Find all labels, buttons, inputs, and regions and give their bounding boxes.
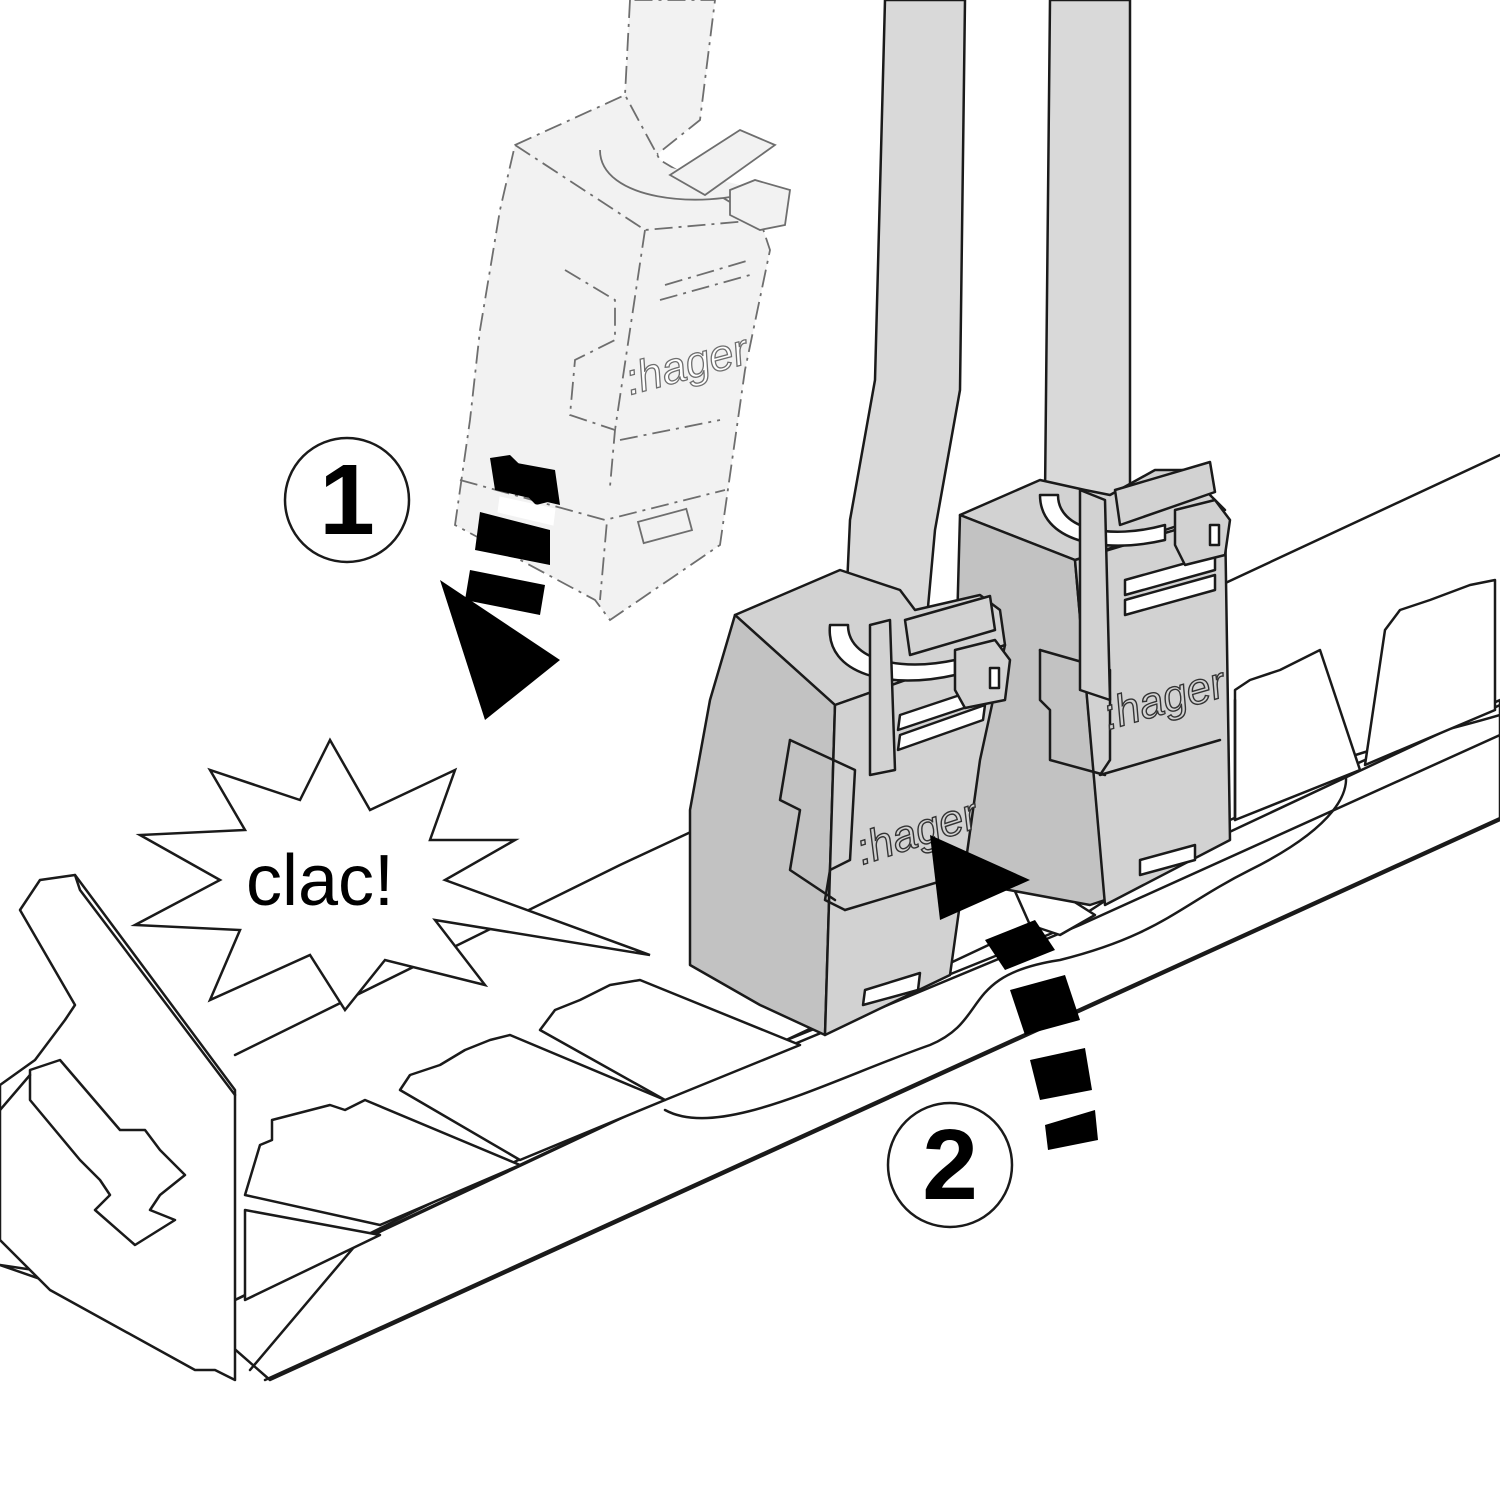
connector-installed-rear: :hager xyxy=(953,0,1234,907)
arrow-step-1 xyxy=(440,455,560,720)
connector-front: :hager xyxy=(688,0,1012,1037)
click-sound-burst: clac! xyxy=(130,737,651,1013)
step-1-number: 1 xyxy=(319,444,375,556)
end-stop-bracket xyxy=(0,873,237,1382)
rail-slots xyxy=(243,578,1497,1302)
step-2-marker: 2 xyxy=(886,1101,1014,1229)
clac-text: clac! xyxy=(246,841,394,921)
step-2-number: 2 xyxy=(922,1109,978,1221)
arrow-step-2 xyxy=(930,835,1098,1150)
step-1-marker: 1 xyxy=(283,436,411,564)
